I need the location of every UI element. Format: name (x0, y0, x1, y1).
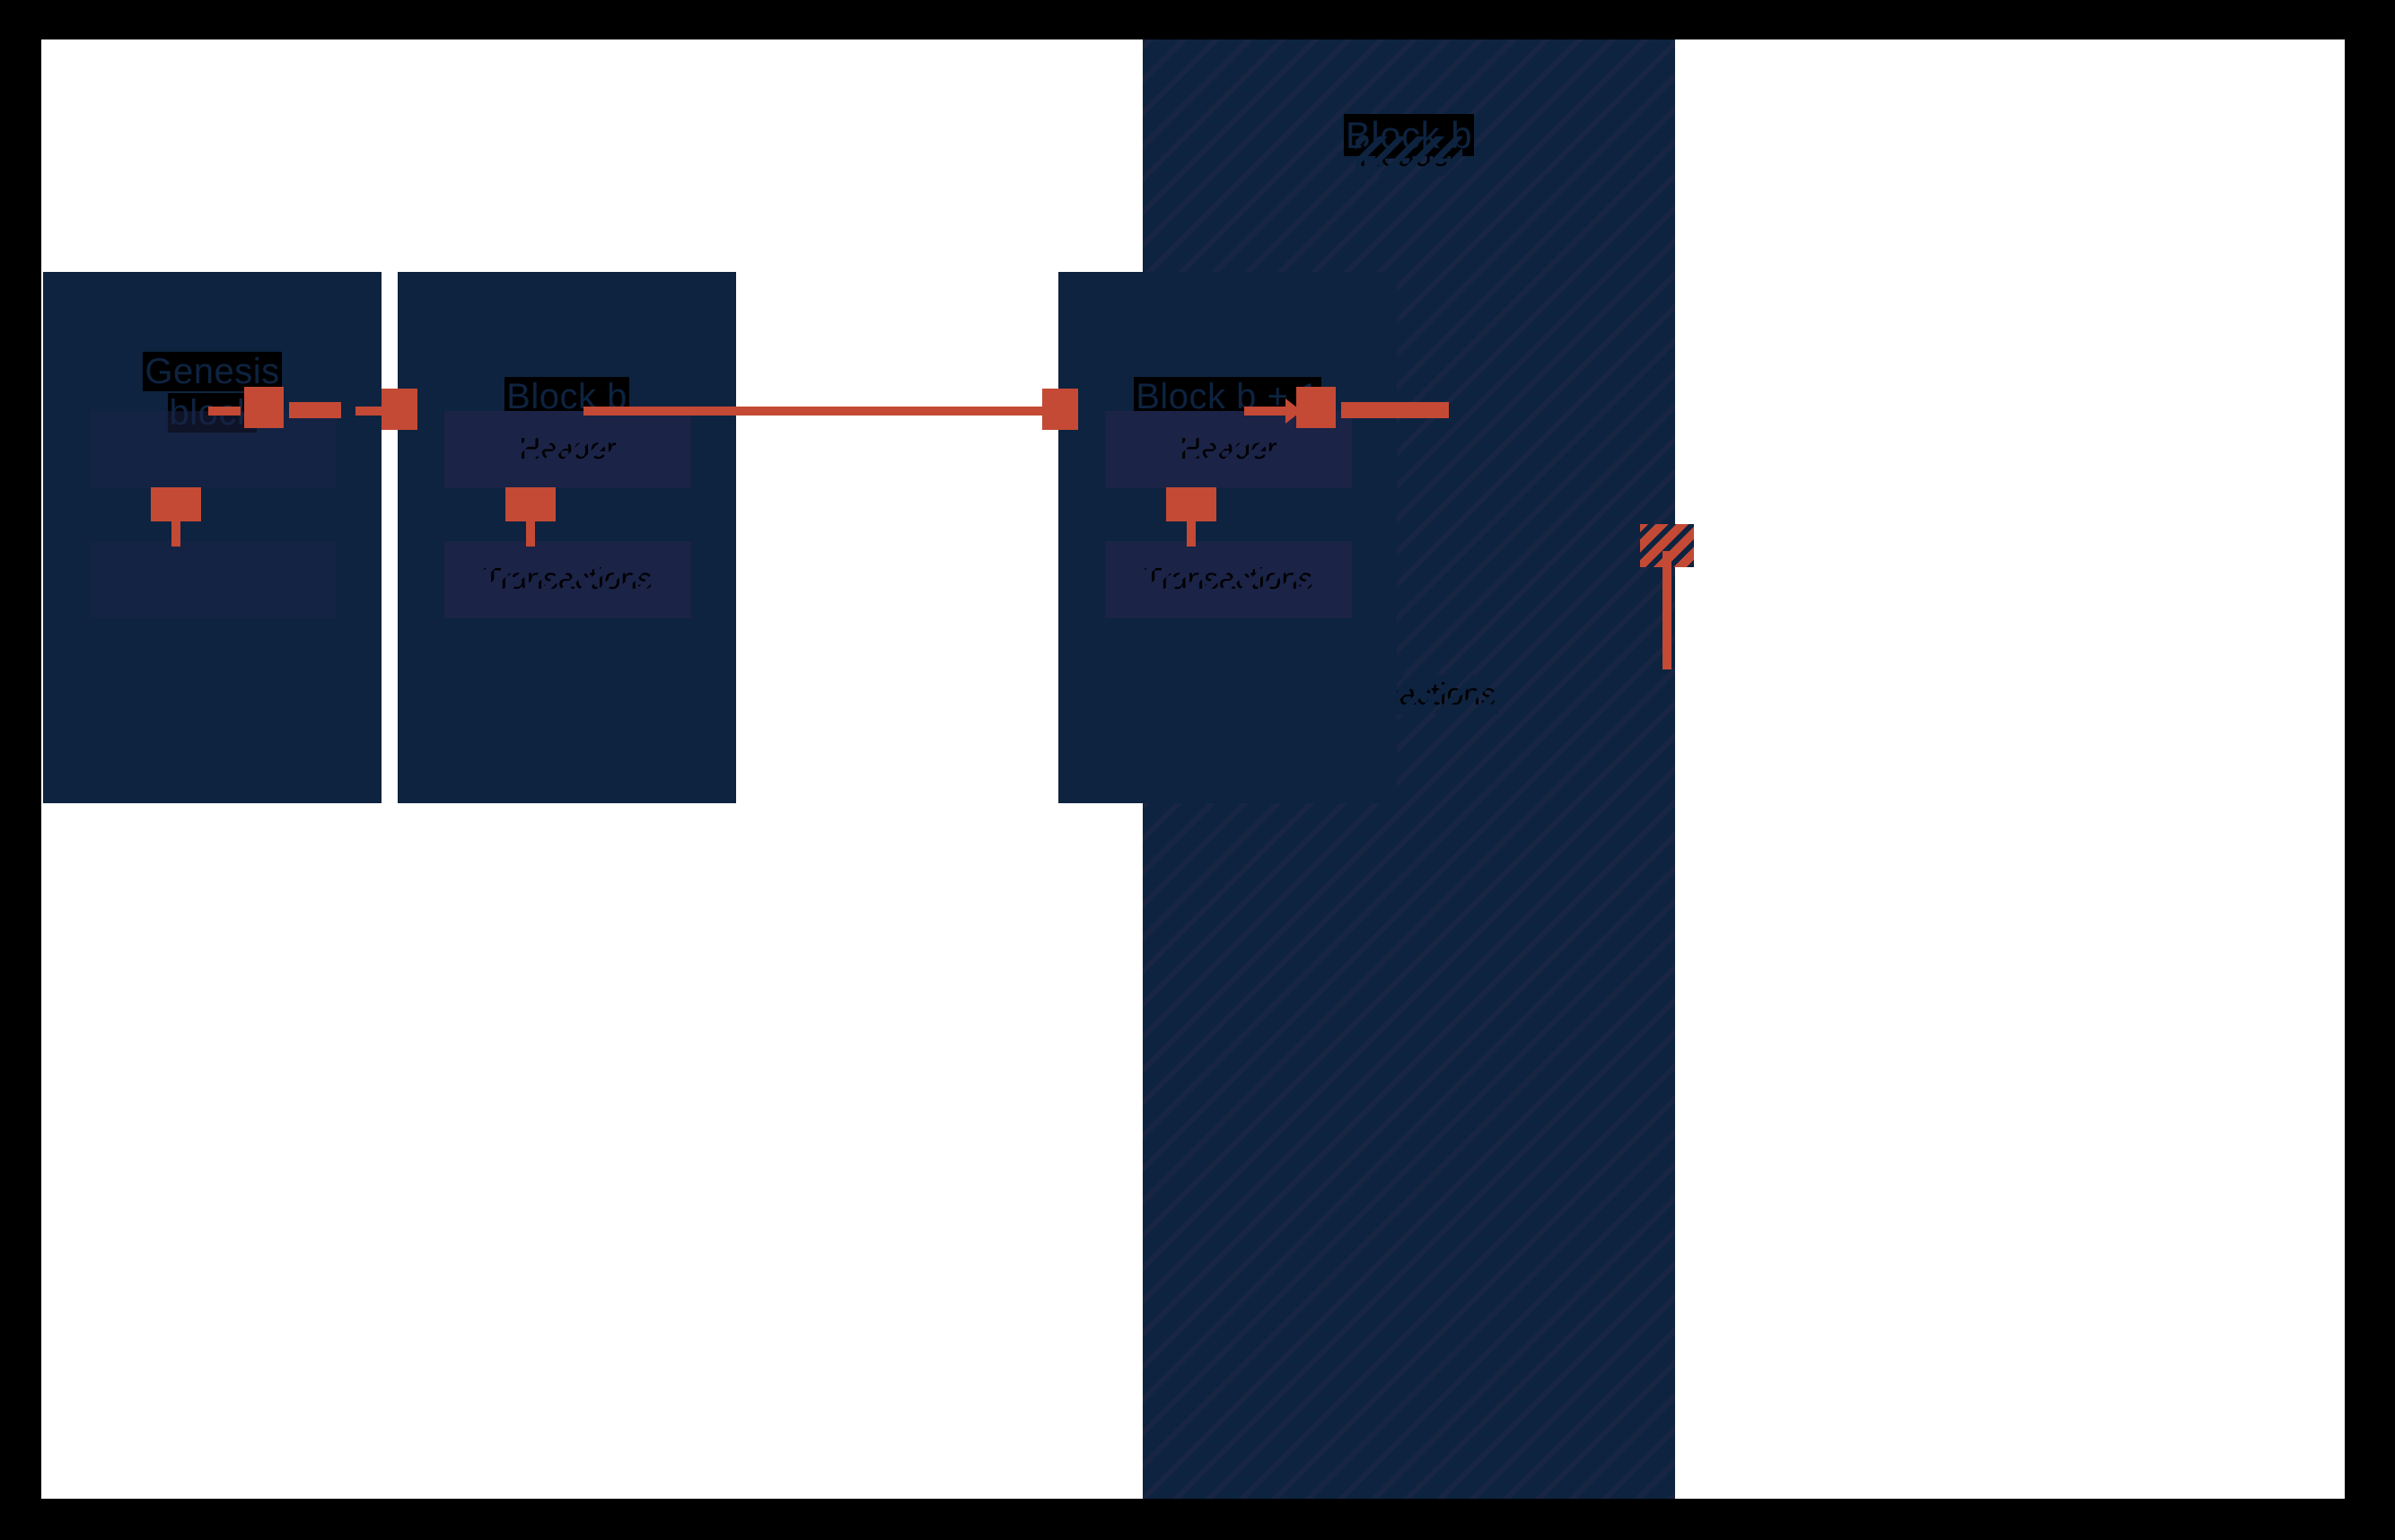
block-genesis-header-region (90, 411, 337, 488)
block-b-plus-1-transactions-label: Transactions (1105, 559, 1352, 599)
block-b-plus-1-internal-arrow-stem (1187, 514, 1196, 547)
block-b-plus-1-transactions-region: Transactions (1105, 541, 1352, 618)
block-b-transactions-label: Transactions (444, 559, 691, 599)
block-b-header-region: Header (444, 411, 691, 488)
merkle-arrow-stem (1662, 551, 1671, 669)
block-genesis-transactions-region (90, 541, 337, 618)
block-b[interactable]: Block b Header Transactions (398, 272, 736, 803)
connector-detail-to-block-b1-seg1 (944, 407, 1054, 416)
block-b-plus-1[interactable]: Block b + 1 Header Transactions (1058, 272, 1397, 803)
detail-header-label-text: Header (1355, 136, 1462, 176)
connector-block-b1-to-next-seg1 (1244, 407, 1289, 416)
block-b-transactions-label-text: Transactions (479, 559, 656, 599)
block-b-header-label: Header (444, 429, 691, 468)
diagram-canvas: Block b Header Version Timestamp Nonce D… (41, 39, 2345, 1499)
block-b-plus-1-header-label-text: Header (1176, 429, 1281, 468)
block-b-header-inbound-marker (382, 389, 417, 430)
block-b-plus-1-transactions-label-text: Transactions (1140, 559, 1317, 599)
block-b-transactions-region: Transactions (444, 541, 691, 618)
connector-genesis-to-block-b-seg1 (208, 407, 241, 416)
block-b-plus-1-header-inbound-marker (1042, 389, 1078, 430)
block-b-title-text: Block b (504, 377, 629, 416)
block-b-plus-1-header-label: Header (1105, 429, 1352, 468)
connector-genesis-to-block-b-seg3 (355, 407, 400, 416)
detail-header-label: Header (1143, 136, 1675, 176)
block-b-internal-arrow-stem (526, 514, 535, 547)
block-b-header-label-text: Header (515, 429, 620, 468)
connector-block-b1-to-next-seg2 (1341, 402, 1449, 418)
block-genesis-internal-arrow-stem (171, 514, 180, 547)
connector-block-b-to-detail (583, 407, 1151, 416)
connector-genesis-to-block-b-seg2 (289, 402, 341, 418)
connector-genesis-to-block-b-head (244, 387, 284, 428)
block-genesis[interactable]: Genesis block (43, 272, 382, 803)
connector-block-b1-to-next-square (1296, 387, 1336, 428)
block-b-title: Block b (398, 335, 736, 417)
